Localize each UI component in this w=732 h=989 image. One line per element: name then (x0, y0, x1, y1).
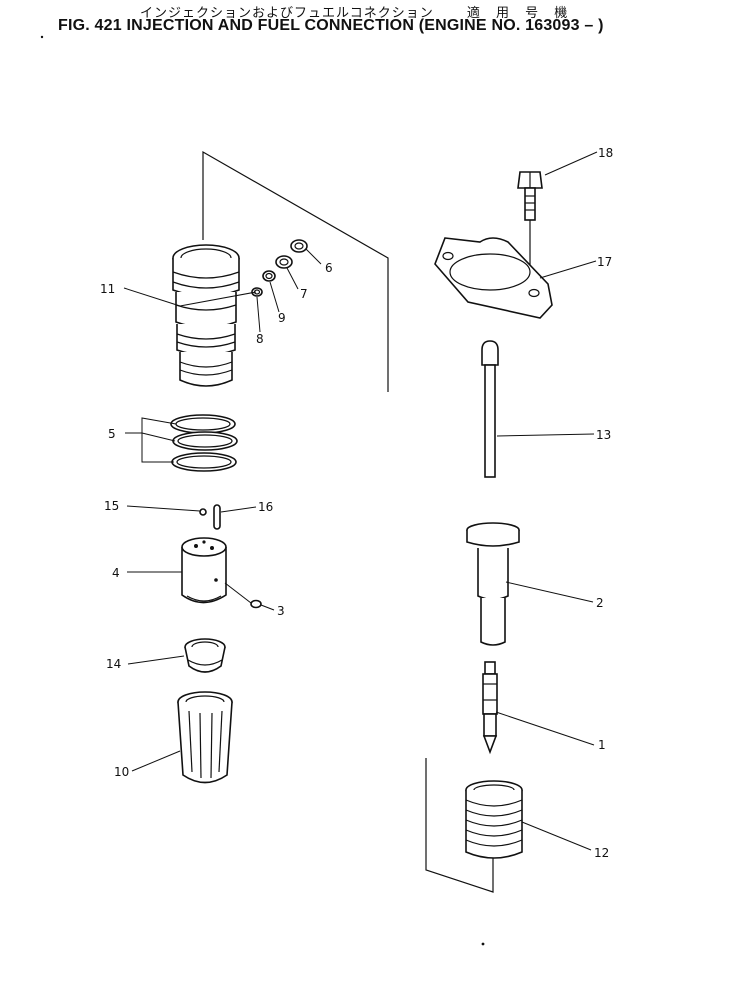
part-13-push-rod (481, 340, 499, 478)
callout-10: 10 (114, 765, 129, 779)
part-4-spacer (181, 537, 227, 604)
callout-5: 5 (108, 427, 116, 441)
part-1-needle-valve (482, 661, 498, 755)
japanese-title: インジェクションおよびフュエルコネクション 適 用 号 機 (140, 2, 573, 21)
callout-8: 8 (256, 332, 264, 346)
callout-2: 2 (596, 596, 604, 610)
callout-1: 1 (598, 738, 606, 752)
part-8-washer (251, 287, 263, 297)
part-3-pin (250, 599, 262, 609)
print-dot (481, 942, 485, 946)
figure-title: FIG. 421 INJECTION AND FUEL CONNECTION (… (58, 17, 604, 34)
callout-4: 4 (112, 566, 120, 580)
part-11-nozzle-holder (172, 244, 240, 387)
print-dot (40, 35, 44, 39)
part-2-spindle (466, 522, 520, 646)
callout-3: 3 (277, 604, 285, 618)
callout-6: 6 (325, 261, 333, 275)
part-17-flange (434, 237, 553, 319)
part-9-washer (262, 270, 276, 282)
part-10-retaining-nut (177, 691, 233, 784)
applicable-models-label: 適 用 号 機 (466, 6, 574, 21)
callout-9: 9 (278, 311, 286, 325)
callout-13: 13 (596, 428, 611, 442)
callout-7: 7 (300, 287, 308, 301)
callout-15: 15 (104, 499, 119, 513)
assembly-bracket-left (202, 150, 389, 392)
callout-17: 17 (597, 255, 612, 269)
part-15-pin (199, 508, 207, 516)
callout-16: 16 (258, 500, 273, 514)
callout-14: 14 (106, 657, 121, 671)
part-6-gasket (290, 239, 308, 253)
assembly-bracket-right (425, 758, 494, 893)
callout-18: 18 (598, 146, 613, 160)
leader-lines (123, 151, 598, 851)
callout-11: 11 (100, 282, 115, 296)
part-5-o-rings (170, 414, 238, 472)
part-12-spring (465, 780, 523, 859)
part-16-dowel-pin (213, 504, 221, 530)
japanese-title-text: インジェクションおよびフュエルコネクション (140, 6, 434, 21)
callout-12: 12 (594, 846, 609, 860)
part-14-nozzle (184, 638, 226, 673)
part-7-plug (275, 255, 293, 269)
